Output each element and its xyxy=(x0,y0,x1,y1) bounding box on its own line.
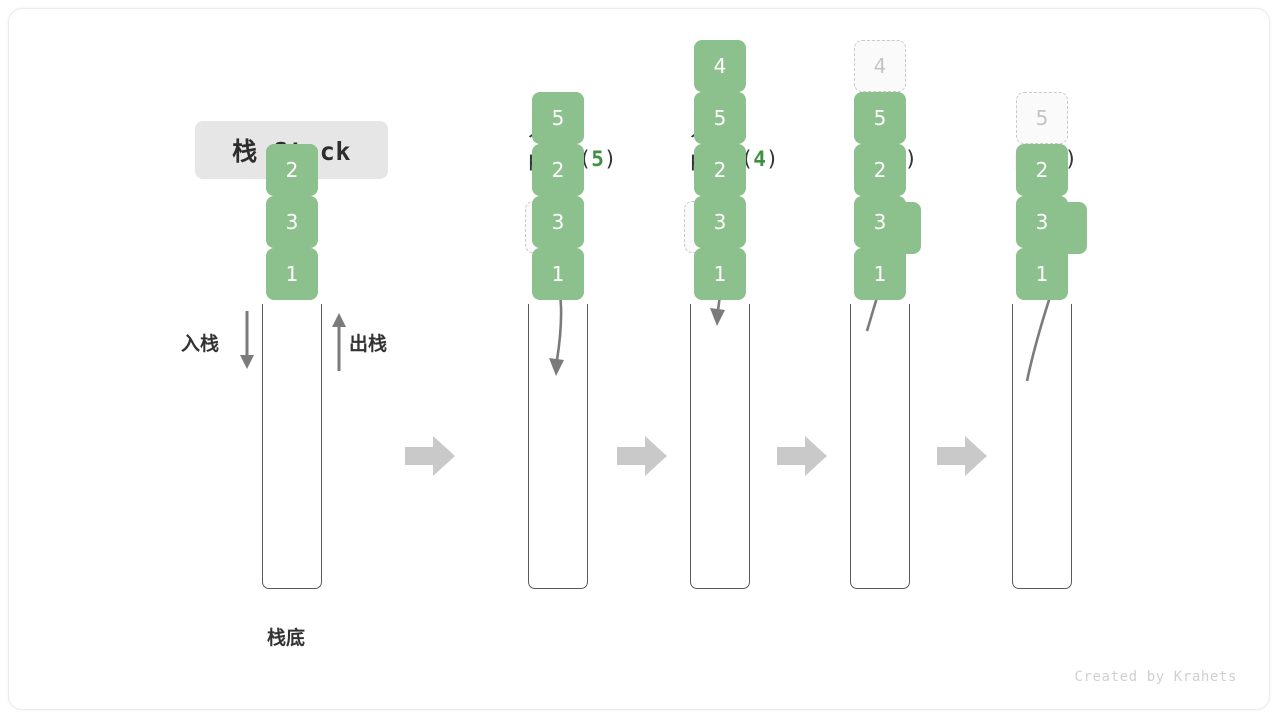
stack-bottom-label: 栈底 xyxy=(267,627,306,649)
stack-cell: 2 xyxy=(266,144,318,196)
stack-cell-ghost: 4 xyxy=(854,40,906,92)
stack-items: 1 3 2 5 xyxy=(1016,92,1068,300)
stack-cell: 3 xyxy=(1016,196,1068,248)
pop-direction-label: 出栈 xyxy=(349,333,388,355)
stack-frame xyxy=(690,304,750,589)
stack-cell: 4 xyxy=(694,40,746,92)
stack-cell: 1 xyxy=(694,248,746,300)
code-post: ) xyxy=(765,147,779,172)
stack-cell: 1 xyxy=(532,248,584,300)
stack-items: 1 3 2 xyxy=(266,144,318,300)
stack-items: 1 3 2 5 4 xyxy=(854,40,906,300)
stack-cell: 5 xyxy=(532,92,584,144)
credit-text: Created by Krahets xyxy=(1074,669,1237,685)
stack-cell: 3 xyxy=(532,196,584,248)
stack-cell: 2 xyxy=(1016,144,1068,196)
stack-cell-ghost: 5 xyxy=(1016,92,1068,144)
stack-cell: 2 xyxy=(694,144,746,196)
push-down-arrow-icon xyxy=(240,311,254,369)
stack-cell: 1 xyxy=(266,248,318,300)
step-transition-arrow-icon xyxy=(617,436,667,476)
stack-cell: 3 xyxy=(694,196,746,248)
step-transition-arrow-icon xyxy=(777,436,827,476)
diagram-canvas: 栈 Stack 栈顶 栈底 入栈 出栈 1 3 2 入栈 push(5) 5 xyxy=(8,8,1270,710)
stack-cell: 5 xyxy=(694,92,746,144)
stack-frame xyxy=(850,304,910,589)
stack-frame xyxy=(528,304,588,589)
code-post: ) xyxy=(904,147,918,172)
stack-frame xyxy=(1012,304,1072,589)
stack-cell: 2 xyxy=(532,144,584,196)
stack-cell: 2 xyxy=(854,144,906,196)
pop-up-arrow-icon xyxy=(332,313,346,371)
stack-items: 1 3 2 5 xyxy=(532,92,584,300)
code-arg: 4 xyxy=(753,147,766,172)
stack-cell: 3 xyxy=(266,196,318,248)
stack-cell: 1 xyxy=(854,248,906,300)
code-arg: 5 xyxy=(591,147,604,172)
stack-cell: 1 xyxy=(1016,248,1068,300)
stack-cell: 5 xyxy=(854,92,906,144)
step-transition-arrow-icon xyxy=(405,436,455,476)
push-direction-label: 入栈 xyxy=(181,333,220,355)
code-post: ) xyxy=(603,147,617,172)
stack-cell: 3 xyxy=(854,196,906,248)
stack-items: 1 3 2 5 4 xyxy=(694,40,746,300)
step-transition-arrow-icon xyxy=(937,436,987,476)
stack-frame xyxy=(262,304,322,589)
